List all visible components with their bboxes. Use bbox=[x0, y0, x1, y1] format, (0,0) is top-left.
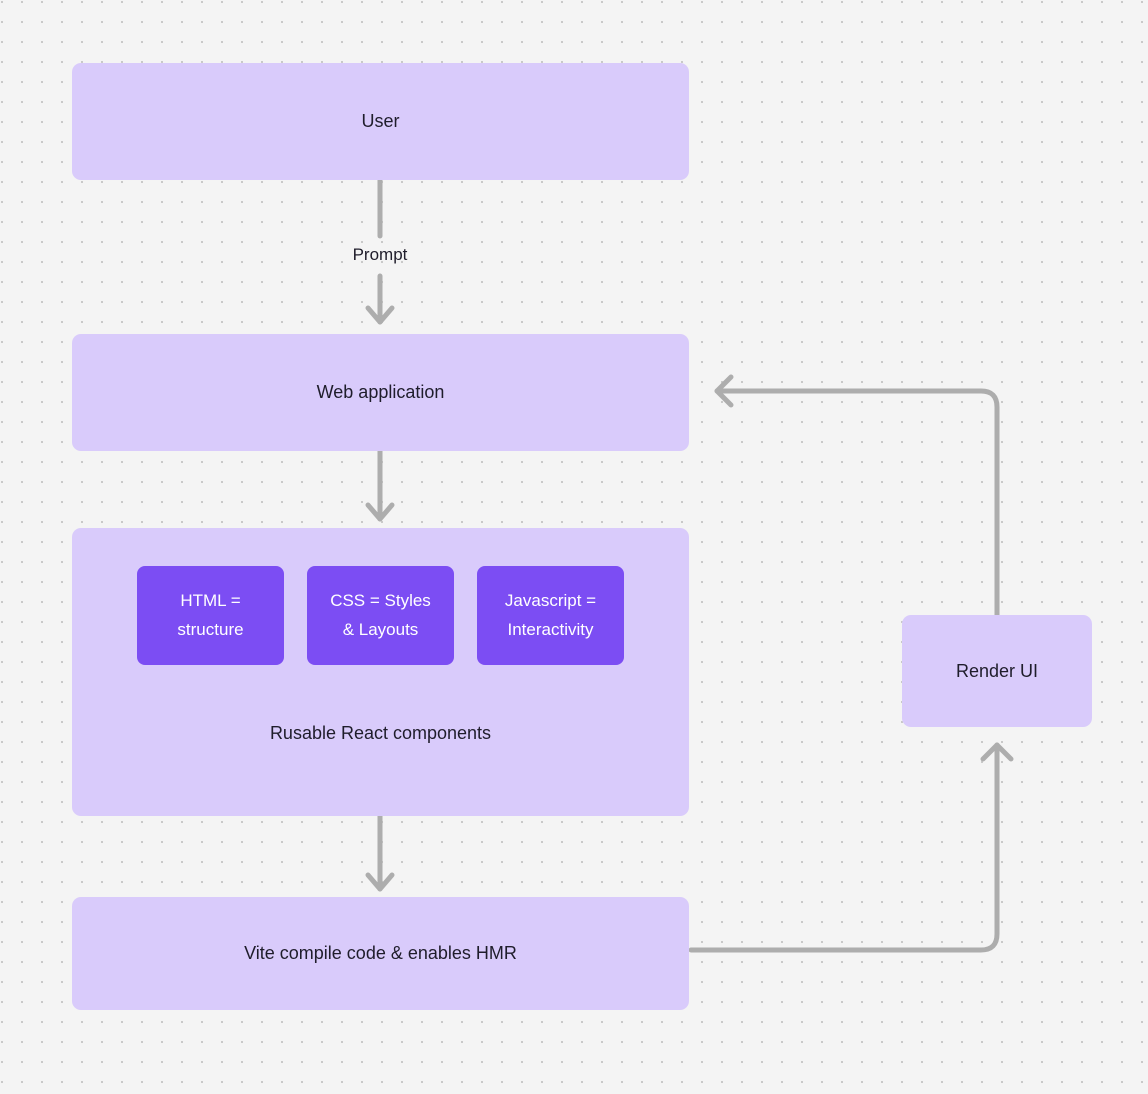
node-vite[interactable]: Vite compile code & enables HMR bbox=[72, 897, 689, 1010]
node-javascript-label: Javascript = Interactivity bbox=[504, 590, 597, 639]
node-user-label: User bbox=[361, 111, 400, 132]
node-components-group[interactable]: HTML = structure CSS = Styles & Layouts … bbox=[72, 528, 689, 816]
edge-user-to-web-arrowhead bbox=[365, 305, 395, 325]
node-css-label: CSS = Styles & Layouts bbox=[330, 590, 431, 639]
node-html-label: HTML = structure bbox=[177, 590, 244, 639]
node-html[interactable]: HTML = structure bbox=[137, 566, 284, 665]
node-web-application[interactable]: Web application bbox=[72, 334, 689, 451]
node-vite-label: Vite compile code & enables HMR bbox=[244, 943, 517, 964]
node-web-application-label: Web application bbox=[316, 382, 445, 403]
edge-vite-to-render-path bbox=[688, 742, 1000, 953]
edge-components-to-vite-arrowhead bbox=[365, 872, 395, 892]
node-components-group-label: Rusable React components bbox=[72, 720, 689, 746]
node-user[interactable]: User bbox=[72, 63, 689, 180]
node-render-ui-label: Render UI bbox=[955, 660, 1039, 681]
node-render-ui[interactable]: Render UI bbox=[902, 615, 1092, 727]
node-components-group-label-text: Rusable React components bbox=[269, 723, 492, 743]
edge-web-to-components-arrowhead bbox=[365, 502, 395, 522]
edge-render-to-web-arrowhead bbox=[714, 374, 734, 408]
edge-label-prompt: Prompt bbox=[330, 245, 430, 265]
edge-render-to-web-path bbox=[714, 388, 1000, 618]
node-javascript[interactable]: Javascript = Interactivity bbox=[477, 566, 624, 665]
components-group-inner-row: HTML = structure CSS = Styles & Layouts … bbox=[72, 528, 689, 665]
node-css[interactable]: CSS = Styles & Layouts bbox=[307, 566, 454, 665]
edge-label-prompt-text: Prompt bbox=[352, 245, 408, 264]
edge-vite-to-render-arrowhead bbox=[980, 742, 1014, 762]
